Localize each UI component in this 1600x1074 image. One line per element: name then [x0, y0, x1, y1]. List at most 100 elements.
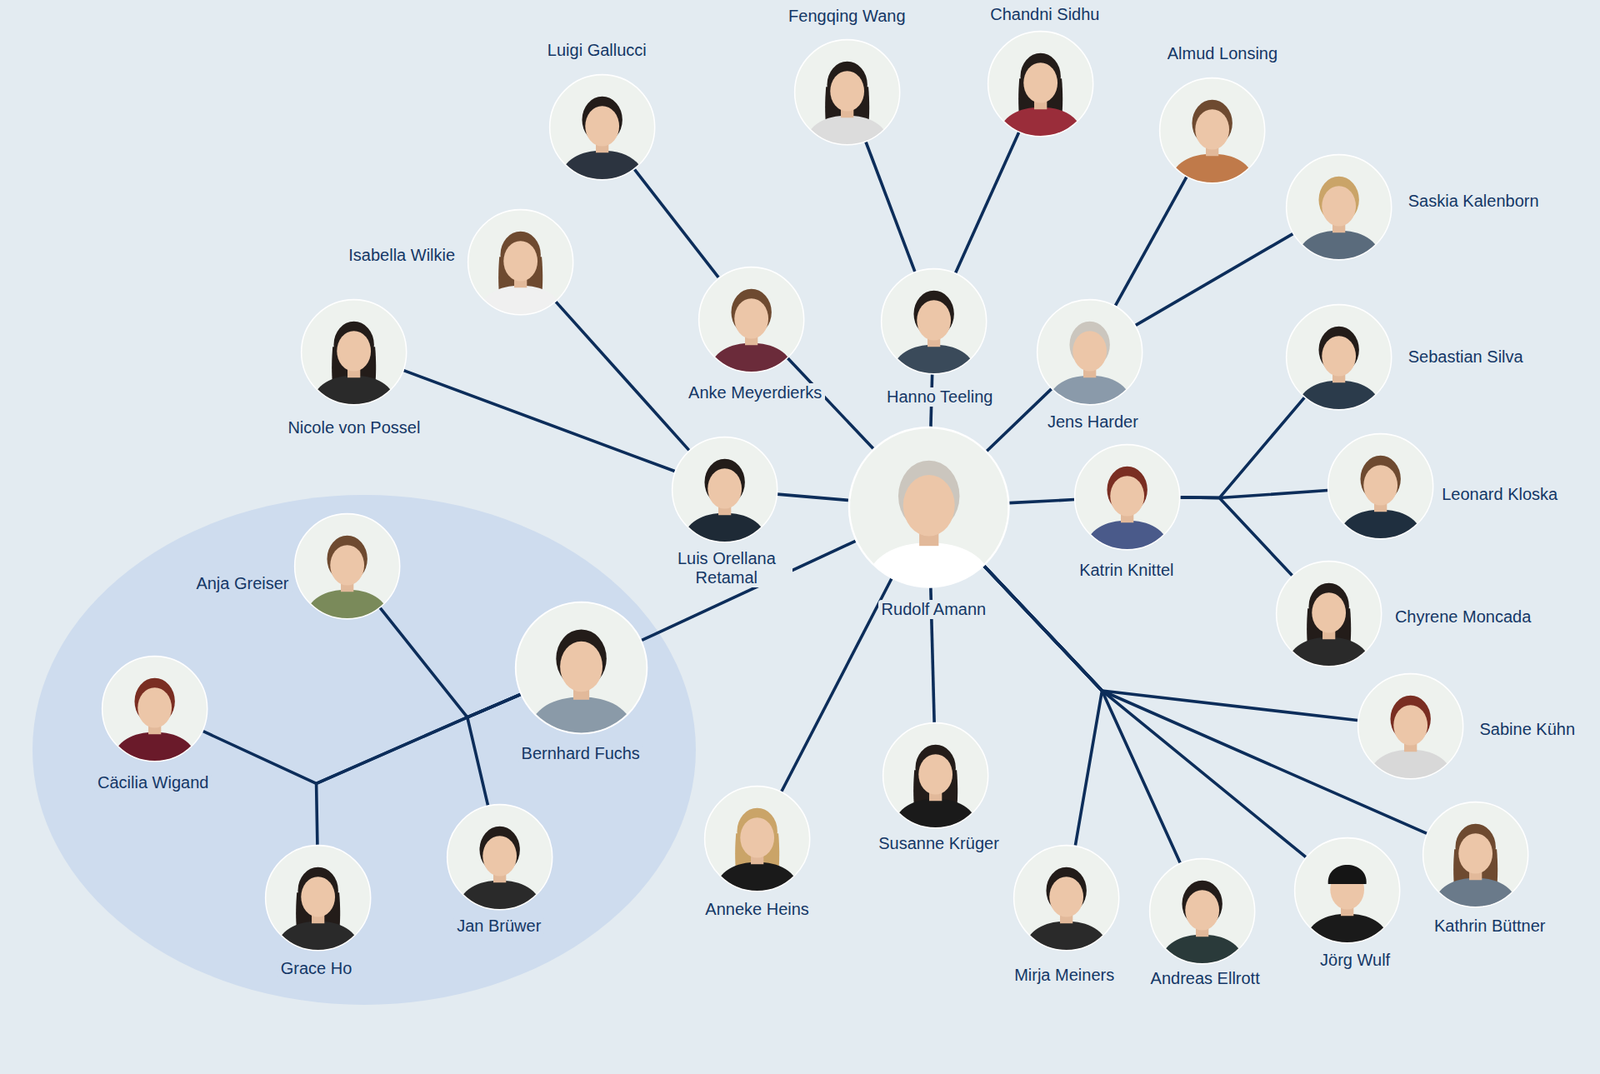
portrait-photo	[1285, 304, 1392, 410]
person-name: Anke Meyerdierks	[688, 383, 822, 403]
person-name: Almud Lonsing	[1167, 44, 1278, 64]
person-name: Anneke Heins	[705, 900, 810, 920]
person-name: Andreas Ellrott	[1150, 969, 1260, 989]
person-name: Chandni Sidhu	[990, 5, 1100, 25]
person-name: Leonard Kloska	[1441, 485, 1558, 505]
person-name: Kathrin Büttner	[1434, 916, 1545, 936]
name-block: Luigi Gallucci	[544, 40, 650, 60]
portrait-photo	[1013, 845, 1120, 951]
portrait-photo	[698, 266, 805, 373]
person-name: Saskia Kalenborn	[1408, 191, 1540, 211]
person-name: Rudolf Amann	[881, 600, 987, 620]
portrait-photo	[1149, 858, 1255, 965]
portrait-photo	[515, 601, 648, 735]
name-block: Katrin Knittel	[1075, 560, 1177, 580]
tree-connector	[634, 169, 719, 278]
person-node: Anja Greiser	[294, 513, 400, 620]
person-node: Grace Ho	[265, 845, 371, 951]
name-block: Kathrin Büttner	[1430, 916, 1549, 936]
portrait-photo	[880, 268, 987, 375]
person-node: Kathrin Büttner	[1422, 801, 1529, 908]
portrait-photo	[1327, 433, 1434, 540]
tree-connector	[986, 389, 1052, 452]
name-block: Almud Lonsing	[1164, 44, 1281, 64]
tree-connector	[984, 565, 1306, 858]
name-block: Jörg Wulf	[1316, 950, 1394, 970]
tree-connector	[1009, 500, 1075, 504]
person-name: Isabella Wilkie	[348, 245, 455, 265]
tree-connector	[380, 607, 521, 717]
person-node: Susanne Krüger	[882, 722, 989, 829]
portrait-photo	[101, 655, 208, 762]
person-node: Almud Lonsing	[1159, 77, 1265, 184]
portrait-photo	[300, 299, 407, 405]
portrait-photo	[1294, 837, 1400, 944]
tree-connector	[865, 141, 915, 272]
portrait-photo	[294, 513, 400, 620]
name-block: Sebastian Silva	[1405, 347, 1527, 367]
person-node: Katrin Knittel	[1074, 444, 1180, 550]
person-name: Grace Ho	[280, 959, 353, 979]
tree-connector	[641, 540, 855, 640]
name-block: Cäcilia Wigand	[94, 773, 212, 793]
person-name: Luis Orellana Retamal	[664, 549, 790, 588]
person-name: Luigi Gallucci	[547, 40, 647, 60]
person-name: Jörg Wulf	[1320, 950, 1390, 970]
person-name: Anja Greiser	[195, 574, 289, 594]
person-node: Isabella Wilkie	[467, 209, 574, 315]
name-block: Luis Orellana Retamal	[660, 549, 793, 588]
name-block: Grace Ho	[277, 959, 356, 979]
name-block: Jens Harder	[1044, 412, 1142, 432]
person-name: Hanno Teeling	[886, 387, 994, 407]
person-node: Jan Brüwer	[446, 804, 553, 910]
person-node: Chyrene Moncada	[1275, 560, 1382, 667]
person-name: Mirja Meiners	[1014, 965, 1115, 985]
person-name: Cäcilia Wigand	[97, 773, 209, 793]
person-node: Anneke Heins	[704, 785, 810, 892]
person-node: Nicole von Possel	[300, 299, 407, 405]
portrait-photo	[704, 785, 810, 892]
person-node: Hanno Teeling	[880, 268, 987, 375]
name-block: Andreas Ellrott	[1147, 969, 1264, 989]
person-node: Luigi Gallucci	[549, 74, 655, 180]
name-block: Sabine Kühn	[1476, 720, 1580, 740]
portrait-photo	[1074, 444, 1180, 550]
person-name: Chyrene Moncada	[1395, 607, 1531, 627]
portrait-photo	[1036, 299, 1143, 405]
tree-connector	[467, 694, 521, 805]
person-name: Sebastian Silva	[1408, 347, 1524, 367]
person-node: Leonard Kloska	[1327, 433, 1434, 540]
person-node: Sabine Kühn	[1357, 673, 1464, 780]
name-block: Bernhard Fuchs	[518, 744, 644, 764]
tree-connector	[555, 301, 690, 450]
tree-connector	[1115, 176, 1187, 305]
person-name: Sabine Kühn	[1480, 720, 1576, 740]
portrait-photo	[671, 436, 778, 543]
person-node: Sebastian Silva	[1285, 304, 1392, 410]
tree-connector	[955, 131, 1020, 273]
portrait-photo	[265, 845, 371, 951]
portrait-photo	[987, 30, 1094, 137]
tree-connector	[787, 358, 874, 450]
tree-connector	[1180, 497, 1293, 576]
person-node: Jens Harder	[1036, 299, 1143, 405]
tree-connector	[203, 694, 521, 784]
person-node: Mirja Meiners	[1013, 845, 1120, 951]
person-node: Chandni Sidhu	[987, 30, 1094, 137]
name-block: Anneke Heins	[701, 900, 813, 920]
person-node: Cäcilia Wigand	[101, 655, 208, 762]
name-block: Chandni Sidhu	[986, 5, 1103, 25]
group-region	[32, 495, 696, 1005]
name-block: Jan Brüwer	[453, 916, 545, 936]
name-block: Anke Meyerdierks	[685, 383, 825, 403]
portrait-photo	[1285, 154, 1392, 260]
person-name: Fengqing Wang	[788, 6, 905, 26]
person-name: Bernhard Fuchs	[521, 744, 640, 764]
name-block: Saskia Kalenborn	[1405, 191, 1543, 211]
portrait-photo	[882, 722, 989, 829]
portrait-photo	[1357, 673, 1464, 780]
name-block: Rudolf Amann	[878, 600, 990, 620]
portrait-photo	[1422, 801, 1529, 908]
name-block: Nicole von Possel	[284, 418, 424, 438]
